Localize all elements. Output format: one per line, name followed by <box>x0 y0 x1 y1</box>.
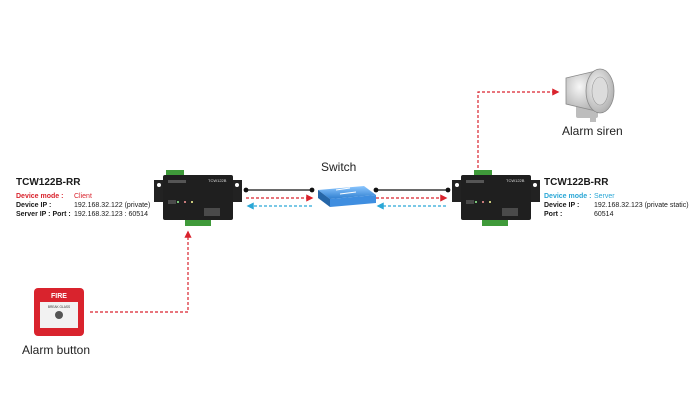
switch-label: Switch <box>321 160 357 174</box>
client-server-value: 192.168.32.123 : 60514 <box>74 211 148 218</box>
server-device: TCW122B <box>452 170 540 226</box>
server-title: TCW122B-RR <box>544 177 609 188</box>
call-point-sub-text: BREAK GLASS <box>48 305 70 309</box>
loudspeaker-horn-icon <box>565 68 615 122</box>
server-ip-value: 192.168.32.123 (private static) <box>594 202 689 209</box>
call-point-top-text: FIRE <box>51 293 67 300</box>
wire-alarm-button-to-client <box>90 230 192 313</box>
server-ip-key: Device IP : <box>544 202 580 209</box>
alarm-button-label: Alarm button <box>22 343 91 357</box>
alarm-siren-label: Alarm siren <box>562 124 623 138</box>
client-mode-key: Device mode : <box>16 193 64 200</box>
server-port-value: 60514 <box>594 211 614 218</box>
client-ip-value: 192.168.32.122 (private) <box>74 202 151 209</box>
fire-alarm-call-point-icon: FIRE BREAK GLASS <box>34 288 84 336</box>
server-device-face-label: TCW122B <box>506 178 525 183</box>
client-title: TCW122B-RR <box>16 177 81 188</box>
client-server-key: Server IP : Port : <box>16 211 71 218</box>
server-mode-value: Server <box>594 193 615 200</box>
server-mode-key: Device mode : <box>544 193 592 200</box>
wire-server-to-alarm-siren <box>477 88 560 168</box>
client-device-face-label: TCW122B <box>208 178 227 183</box>
client-ip-key: Device IP : <box>16 202 52 209</box>
client-mode-value: Client <box>74 193 92 200</box>
server-port-key: Port : <box>544 211 563 218</box>
switch-icon <box>318 186 376 207</box>
client-device: TCW122B <box>154 170 242 226</box>
